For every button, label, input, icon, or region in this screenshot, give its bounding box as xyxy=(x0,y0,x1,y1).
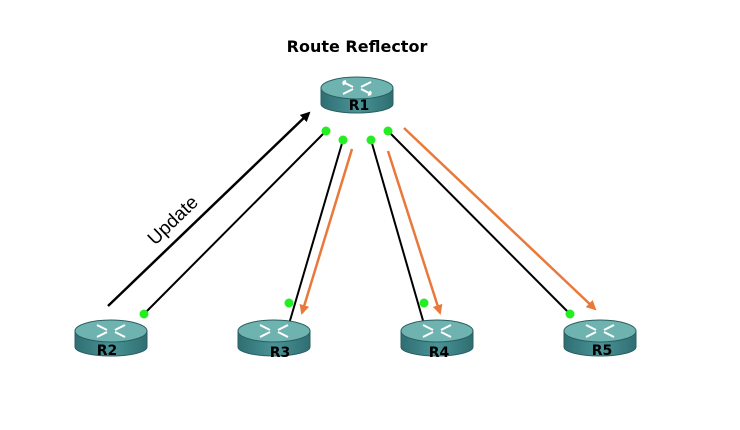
router-r4[interactable]: R4 xyxy=(400,319,474,361)
port-dot xyxy=(139,309,149,319)
router-r3[interactable]: R3 xyxy=(237,319,311,361)
reflect-arrow-r5 xyxy=(403,127,597,311)
router-r5[interactable]: R5 xyxy=(563,319,637,359)
link-r1-r4 xyxy=(370,139,425,325)
router-label-r5: R5 xyxy=(592,343,613,359)
router-r1[interactable]: R1 xyxy=(320,76,394,114)
port-dot xyxy=(366,135,376,145)
port-dots xyxy=(139,126,575,319)
link-r1-r5 xyxy=(387,130,571,315)
port-dot xyxy=(383,126,393,136)
link-r1-r3 xyxy=(288,139,344,325)
reflect-arrows xyxy=(299,127,597,315)
router-arrows-icon xyxy=(96,324,126,338)
port-dot xyxy=(565,309,575,319)
port-dot xyxy=(419,298,429,308)
reflect-arrow-r4 xyxy=(386,150,443,315)
links xyxy=(143,130,571,325)
link-r1-r2 xyxy=(143,130,327,315)
diagram-title: Route Reflector xyxy=(287,37,428,56)
update-label: Update xyxy=(144,192,203,250)
update-arrow xyxy=(107,111,311,307)
port-dot xyxy=(284,298,294,308)
router-arrows-icon xyxy=(259,324,289,338)
router-r2[interactable]: R2 xyxy=(74,319,148,359)
port-dot xyxy=(321,126,331,136)
router-arrows-icon xyxy=(585,324,615,338)
router-label-r2: R2 xyxy=(97,343,118,359)
router-label-r3: R3 xyxy=(270,345,291,361)
router-label-r1: R1 xyxy=(349,98,370,114)
router-label-r4: R4 xyxy=(429,345,450,361)
port-dot xyxy=(338,135,348,145)
router-arrows-icon xyxy=(422,324,452,338)
router-arrows-icon xyxy=(342,80,372,96)
reflect-arrow-r3 xyxy=(299,148,354,315)
